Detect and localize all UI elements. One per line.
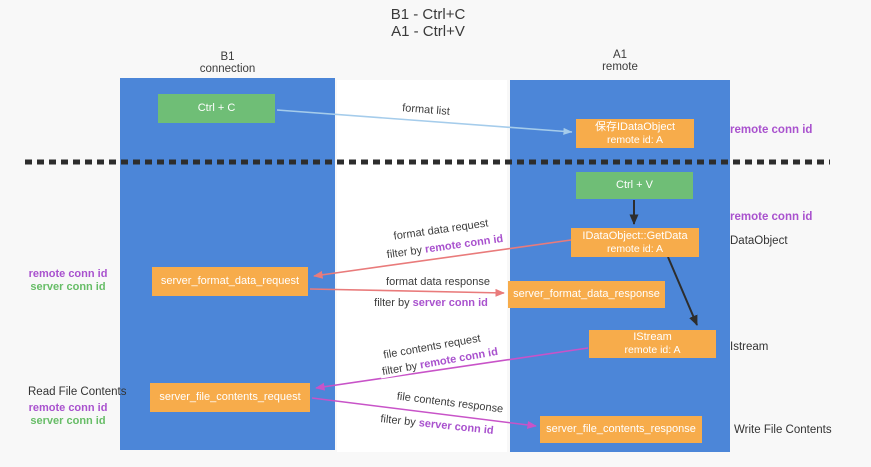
b1-subtitle: connection	[199, 62, 256, 75]
b1-name: B1	[220, 51, 235, 63]
box-istream: IStream remote id: A	[589, 330, 716, 358]
getdata-label: IDataObject::GetData	[582, 229, 688, 242]
box-server-file-contents-request: server_file_contents_request	[150, 383, 310, 412]
label-filter-by-server-1: filter by server conn id	[372, 297, 490, 309]
ctrl-v-label: Ctrl + V	[616, 179, 653, 191]
box-idataobject-getdata: IDataObject::GetData remote id: A	[571, 228, 699, 257]
left-remote-conn-id-1: remote conn id	[28, 268, 108, 280]
a1-name: A1	[612, 49, 628, 61]
annotation-read-file-contents: Read File Contents	[28, 386, 127, 398]
filter-server-conn-id-1: server conn id	[412, 297, 488, 309]
left-remote-conn-id-2: remote conn id	[28, 402, 108, 414]
column-header-b1: B1 connection	[120, 51, 335, 75]
box-server-format-data-response: server_format_data_response	[508, 281, 665, 308]
box-ctrl-v: Ctrl + V	[576, 172, 693, 199]
box-save-idataobject: 保存IDataObject remote id: A	[576, 119, 694, 148]
save-idataobject-label: 保存IDataObject	[594, 120, 676, 133]
istream-box-label: IStream	[633, 331, 672, 343]
annotation-remote-conn-id-top: remote conn id	[730, 124, 813, 136]
save-idataobject-remote-id: remote id: A	[606, 133, 664, 146]
istream-remote-id: remote id: A	[624, 344, 681, 356]
server-format-data-response-label: server_format_data_response	[513, 288, 660, 300]
title-line-2: A1 - Ctrl+V	[391, 23, 465, 40]
box-ctrl-c: Ctrl + C	[158, 94, 275, 123]
annotation-istream: Istream	[730, 341, 769, 353]
annotation-conn-ids-format: remote conn id server conn id	[20, 268, 116, 294]
diagram-title: B1 - Ctrl+C A1 - Ctrl+V	[278, 6, 578, 40]
left-server-conn-id-2: server conn id	[30, 415, 106, 427]
annotation-dataobject: DataObject	[730, 235, 788, 247]
filter-by-text: filter by	[374, 297, 413, 309]
a1-subtitle: remote	[602, 60, 638, 73]
server-file-contents-request-label: server_file_contents_request	[159, 391, 301, 403]
server-file-contents-response-label: server_file_contents_response	[546, 423, 696, 435]
annotation-remote-conn-id-mid: remote conn id	[730, 211, 813, 223]
getdata-remote-id: remote id: A	[606, 242, 664, 255]
title-line-1: B1 - Ctrl+C	[390, 6, 466, 23]
ctrl-c-label: Ctrl + C	[197, 102, 236, 114]
left-server-conn-id-1: server conn id	[30, 281, 106, 293]
box-server-format-data-request: server_format_data_request	[152, 267, 308, 296]
server-format-data-request-label: server_format_data_request	[160, 275, 300, 287]
label-format-data-response: format data response	[384, 276, 492, 288]
annotation-conn-ids-file: remote conn id server conn id	[20, 402, 116, 428]
box-server-file-contents-response: server_file_contents_response	[540, 416, 702, 443]
column-header-a1: A1 remote	[510, 49, 730, 73]
annotation-write-file-contents: Write File Contents	[734, 424, 832, 436]
